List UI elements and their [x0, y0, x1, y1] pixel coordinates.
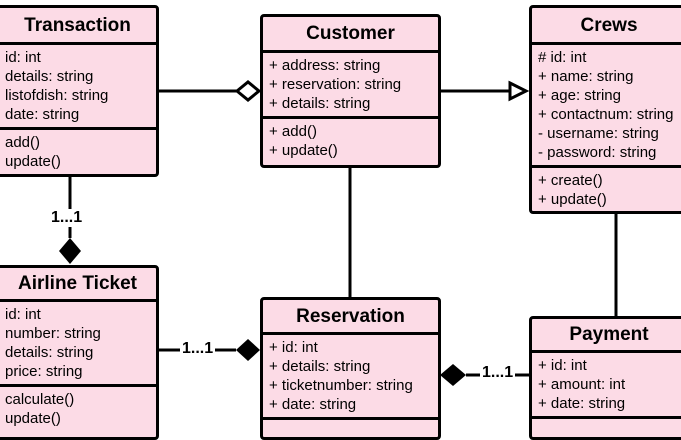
operation: + update()	[269, 142, 338, 159]
attribute: number: string	[5, 325, 101, 342]
attribute: + name: string	[538, 68, 634, 85]
attribute: + details: string	[269, 95, 371, 112]
attribute: date: string	[5, 106, 80, 123]
composition-diamond-icon-airline-reservation	[236, 339, 260, 361]
class-reservation[interactable]: Reservation + id: int + details: string …	[260, 297, 441, 440]
operations-section	[263, 417, 438, 437]
operation: calculate()	[5, 391, 75, 408]
attributes-section: id: int details: string listofdish: stri…	[0, 45, 156, 127]
operation: add()	[5, 134, 41, 151]
operations-section: + add() + update()	[263, 116, 438, 163]
attribute: + id: int	[538, 357, 587, 374]
attribute: - password: string	[538, 144, 657, 161]
attribute: + amount: int	[538, 376, 626, 393]
attributes-section: id: int number: string details: string p…	[0, 302, 156, 384]
composition-diamond-icon-reservation-payment	[440, 364, 466, 386]
attribute: + ticketnumber: string	[269, 377, 413, 394]
attribute: + address: string	[269, 57, 381, 74]
multiplicity-transaction-airline: 1...1	[49, 209, 85, 227]
attributes-section: # id: int + name: string + age: string +…	[532, 45, 681, 165]
attribute: details: string	[5, 68, 94, 85]
attribute: id: int	[5, 49, 41, 66]
multiplicity-reservation-payment: 1...1	[480, 364, 516, 382]
operation: update()	[5, 410, 61, 427]
attribute: details: string	[5, 344, 94, 361]
attribute: + contactnum: string	[538, 106, 674, 123]
attribute: - username: string	[538, 125, 659, 142]
attributes-section: + id: int + amount: int + date: string	[532, 353, 681, 416]
operation: + update()	[538, 191, 607, 208]
class-transaction[interactable]: Transaction id: int details: string list…	[0, 5, 159, 177]
attribute: + details: string	[269, 358, 371, 375]
class-airline-ticket[interactable]: Airline Ticket id: int number: string de…	[0, 265, 159, 440]
class-name: Airline Ticket	[0, 268, 156, 302]
operations-section	[532, 416, 681, 437]
class-crews[interactable]: Crews # id: int + name: string + age: st…	[529, 5, 681, 214]
operations-section: + create() + update()	[532, 165, 681, 211]
attribute: price: string	[5, 363, 83, 380]
class-customer[interactable]: Customer + address: string + reservation…	[260, 14, 441, 168]
class-name: Customer	[263, 17, 438, 53]
operations-section: add() update()	[0, 127, 156, 174]
attributes-section: + address: string + reservation: string …	[263, 53, 438, 116]
class-name: Reservation	[263, 300, 438, 335]
class-payment[interactable]: Payment + id: int + amount: int + date: …	[529, 316, 681, 440]
aggregation-diamond-icon	[234, 80, 262, 102]
operations-section: calculate() update()	[0, 384, 156, 431]
operation: update()	[5, 153, 61, 170]
attributes-section: + id: int + details: string + ticketnumb…	[263, 335, 438, 417]
attribute: id: int	[5, 306, 41, 323]
attribute: + date: string	[538, 395, 626, 412]
attribute: + id: int	[269, 339, 318, 356]
operation: + add()	[269, 123, 317, 140]
attribute: # id: int	[538, 49, 587, 66]
multiplicity-airline-reservation: 1...1	[180, 340, 216, 358]
class-name: Crews	[532, 8, 681, 45]
class-name: Transaction	[0, 8, 156, 45]
class-name: Payment	[532, 319, 681, 353]
attribute: listofdish: string	[5, 87, 109, 104]
attribute: + reservation: string	[269, 76, 402, 93]
generalization-arrow-icon	[508, 80, 530, 102]
composition-diamond-icon-transaction-airline	[59, 238, 81, 264]
attribute: + date: string	[269, 396, 357, 413]
attribute: + age: string	[538, 87, 621, 104]
operation: + create()	[538, 172, 603, 189]
